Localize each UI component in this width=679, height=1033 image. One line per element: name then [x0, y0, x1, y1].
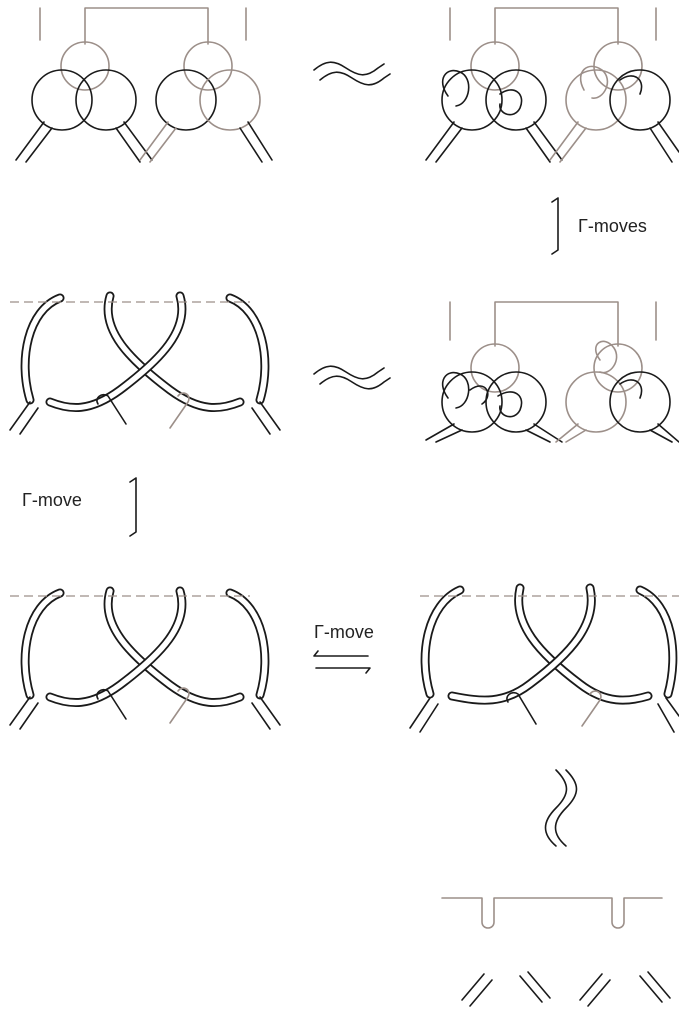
- gamma-move-middle-arrow: [313, 650, 371, 674]
- row2-right-diagram: [425, 301, 679, 443]
- row1-approx-symbol: [313, 61, 391, 86]
- row3-right-diagram: [409, 583, 679, 733]
- row2-left-diagram: [10, 296, 280, 434]
- row2-approx-symbol: [313, 365, 391, 390]
- row1-left-diagram: [15, 7, 273, 163]
- gamma-moves-label: Γ-moves: [578, 216, 647, 236]
- row1-right-diagram: [425, 7, 679, 163]
- gamma-move-left-arrow: [129, 477, 137, 537]
- gamma-move-left-label: Γ-move: [22, 490, 82, 510]
- row4-trivial-diagram: [441, 897, 671, 1007]
- gamma-moves-arrow: [551, 197, 559, 255]
- vertical-approx-symbol: [544, 769, 578, 847]
- gamma-move-middle-label: Γ-move: [314, 622, 374, 642]
- row3-left-diagram: [10, 591, 280, 729]
